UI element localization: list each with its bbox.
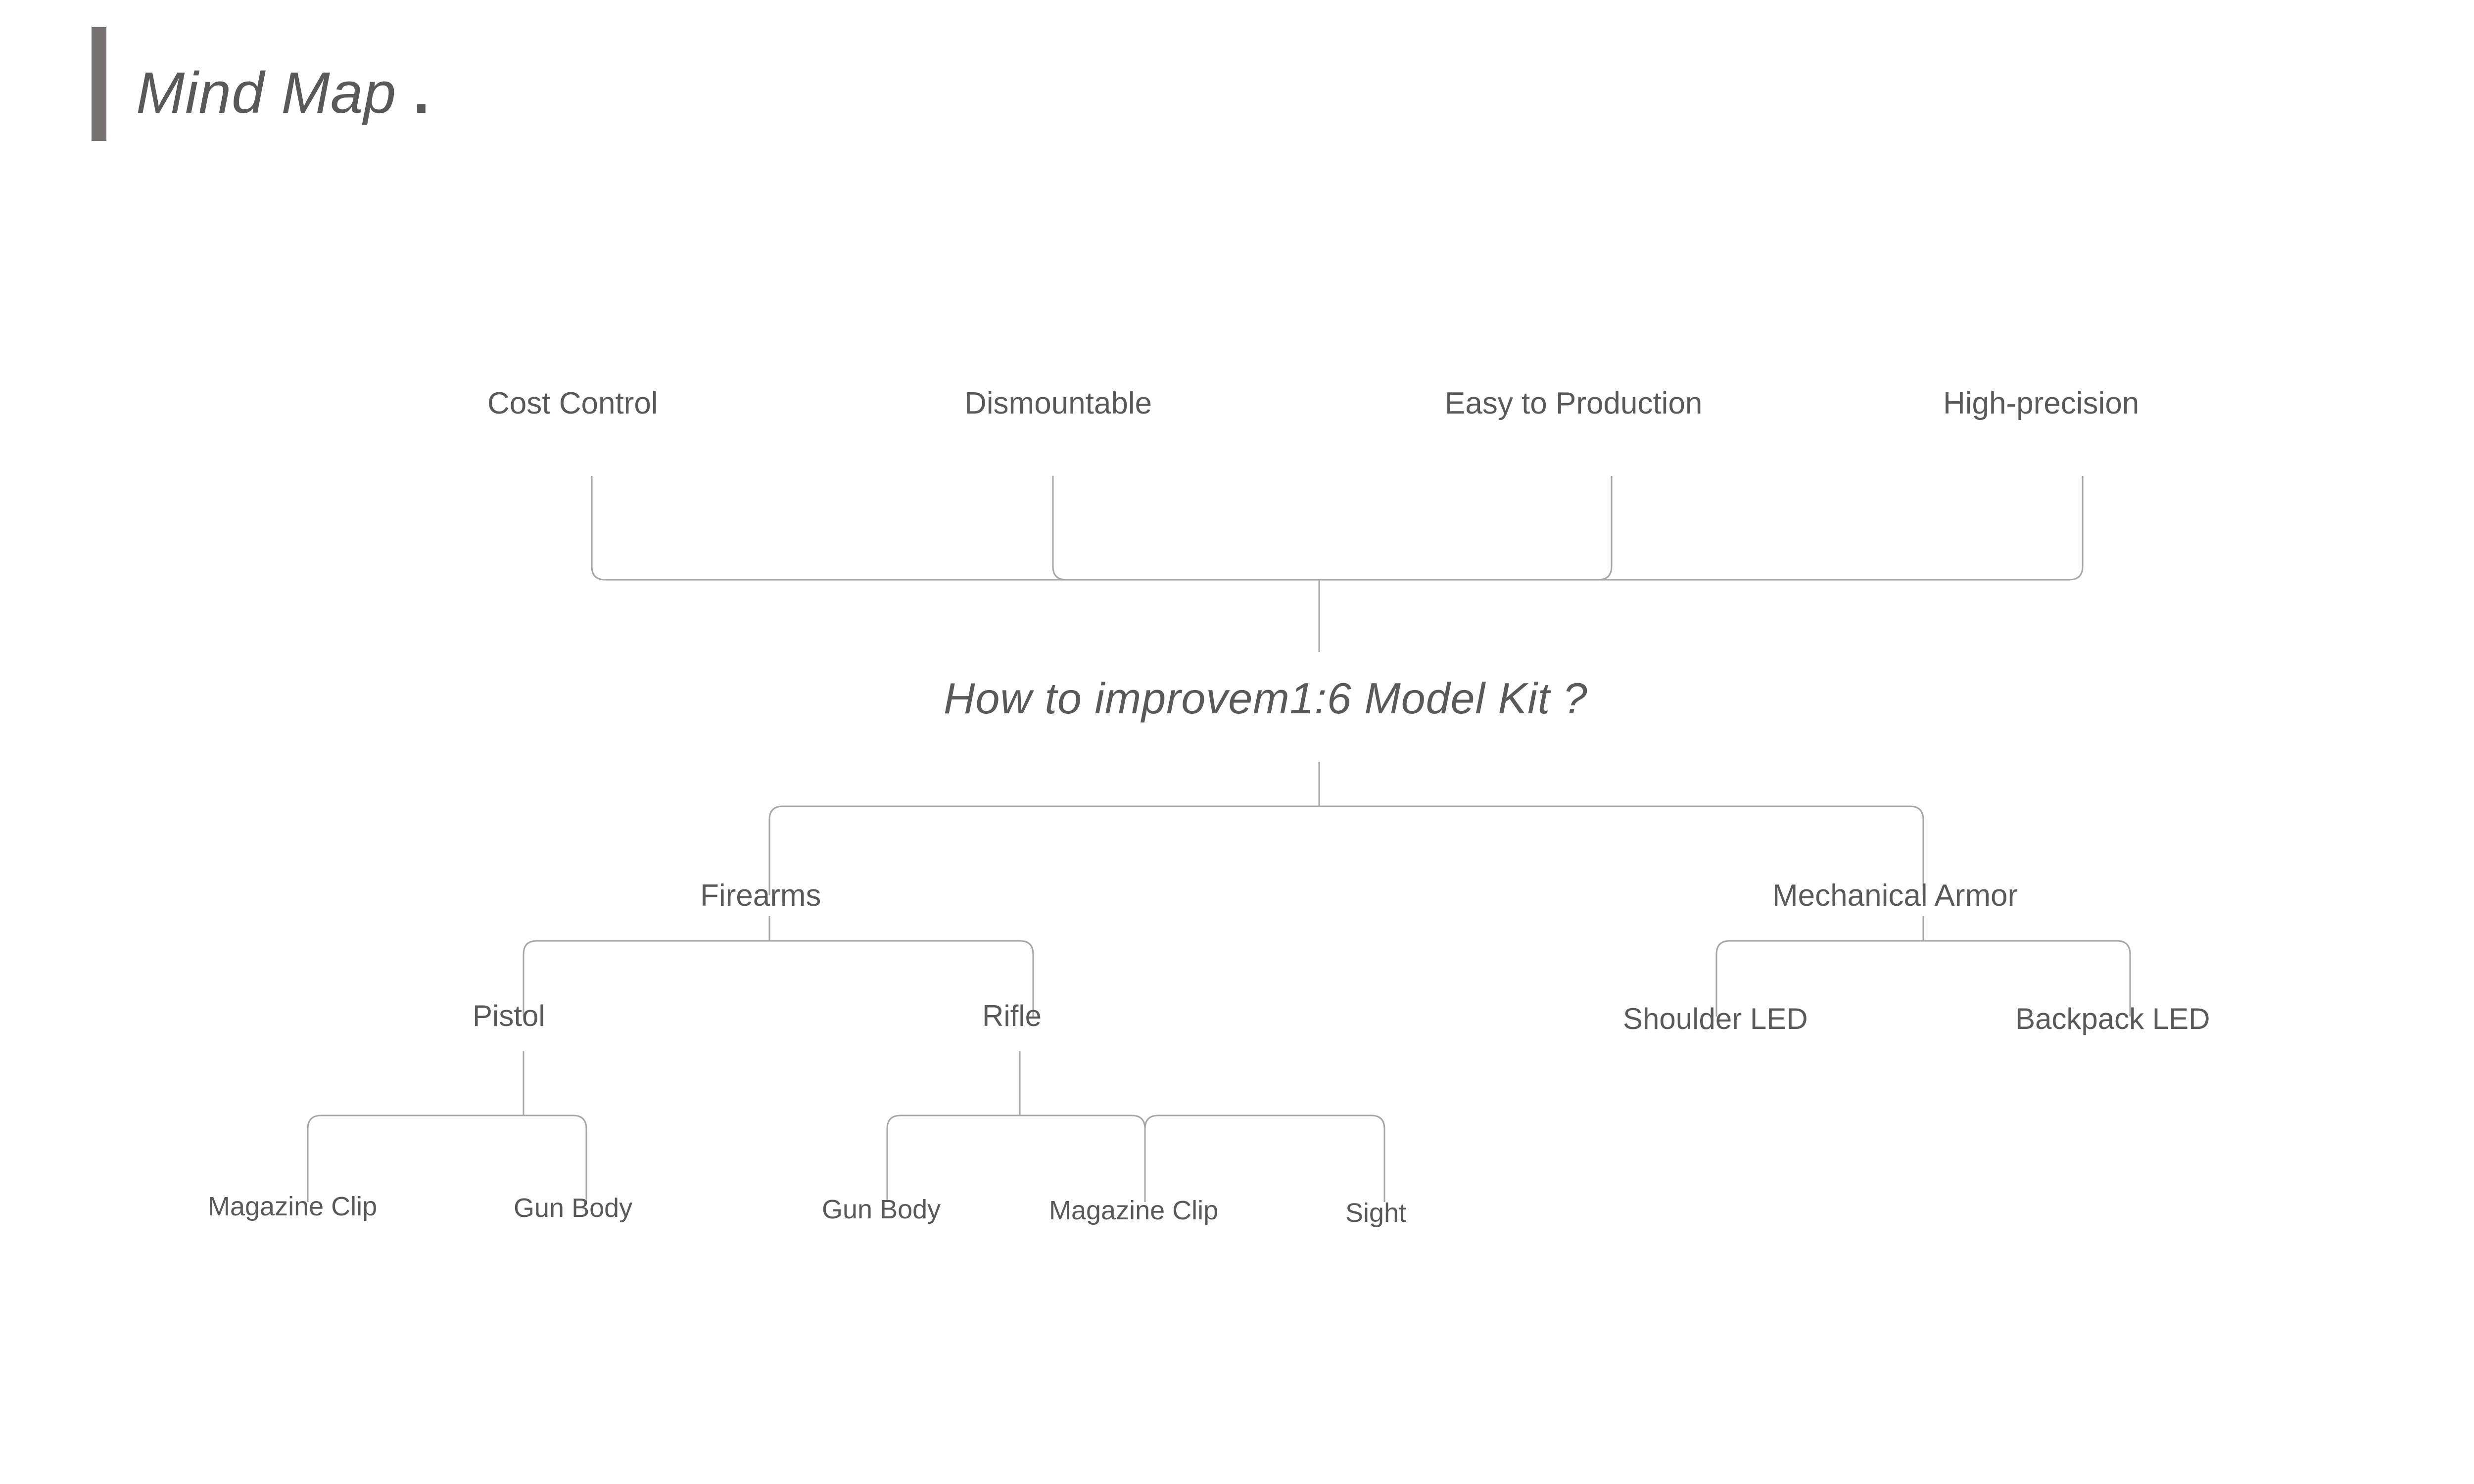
node-firearms[interactable]: Firearms — [700, 881, 821, 911]
node-label: Dismountable — [964, 386, 1152, 420]
node-dismountable[interactable]: Dismountable — [964, 388, 1152, 419]
node-label: Firearms — [700, 879, 821, 913]
node-pistol-magazine-clip[interactable]: Magazine Clip — [208, 1193, 377, 1220]
link-bracket-rifle-a — [886, 1114, 1146, 1202]
node-label: Gun Body — [514, 1193, 633, 1223]
node-label: How to improvem1:6 Model Kit ? — [944, 674, 1588, 723]
node-rifle-sight[interactable]: Sight — [1345, 1200, 1406, 1226]
node-rifle[interactable]: Rifle — [982, 1001, 1042, 1031]
slide-title: Mind Map. — [92, 27, 430, 141]
node-label: Gun Body — [822, 1195, 941, 1224]
title-dot: . — [413, 60, 430, 126]
node-cost-control[interactable]: Cost Control — [487, 388, 658, 419]
title-accent-bar — [92, 27, 106, 141]
node-backpack-led[interactable]: Backpack LED — [2015, 1004, 2210, 1034]
node-label: Shoulder LED — [1623, 1002, 1808, 1035]
node-label: Magazine Clip — [1049, 1196, 1219, 1225]
node-shoulder-led[interactable]: Shoulder LED — [1623, 1004, 1808, 1034]
node-root-question[interactable]: How to improvem1:6 Model Kit ? — [944, 677, 1588, 720]
link-bracket-top-b — [1052, 476, 2084, 581]
node-pistol-gun-body[interactable]: Gun Body — [514, 1195, 632, 1221]
page-title-text: Mind Map — [136, 60, 397, 126]
link-bracket-firearms — [523, 940, 1034, 1017]
node-pistol[interactable]: Pistol — [473, 1001, 545, 1031]
link-bracket-pistol — [307, 1114, 587, 1202]
link-bracket-rifle-b — [1144, 1114, 1385, 1202]
node-rifle-gun-body[interactable]: Gun Body — [822, 1196, 941, 1223]
node-label: Sight — [1345, 1198, 1407, 1228]
node-label: Magazine Clip — [208, 1192, 378, 1221]
node-label: Backpack LED — [2015, 1002, 2210, 1035]
node-mechanical-armor[interactable]: Mechanical Armor — [1772, 881, 2018, 911]
page-title: Mind Map. — [136, 64, 430, 122]
node-label: Rifle — [982, 999, 1042, 1032]
link-bracket-top-a — [591, 476, 1613, 581]
node-label: Mechanical Armor — [1772, 879, 2018, 913]
node-rifle-magazine-clip[interactable]: Magazine Clip — [1049, 1197, 1218, 1224]
node-label: Pistol — [473, 999, 545, 1032]
node-easy-to-production[interactable]: Easy to Production — [1445, 388, 1702, 419]
node-label: High-precision — [1943, 386, 2140, 420]
node-label: Easy to Production — [1445, 386, 1703, 420]
link-bracket-level2 — [768, 805, 1924, 895]
node-label: Cost Control — [487, 386, 658, 420]
node-high-precision[interactable]: High-precision — [1943, 388, 2139, 419]
